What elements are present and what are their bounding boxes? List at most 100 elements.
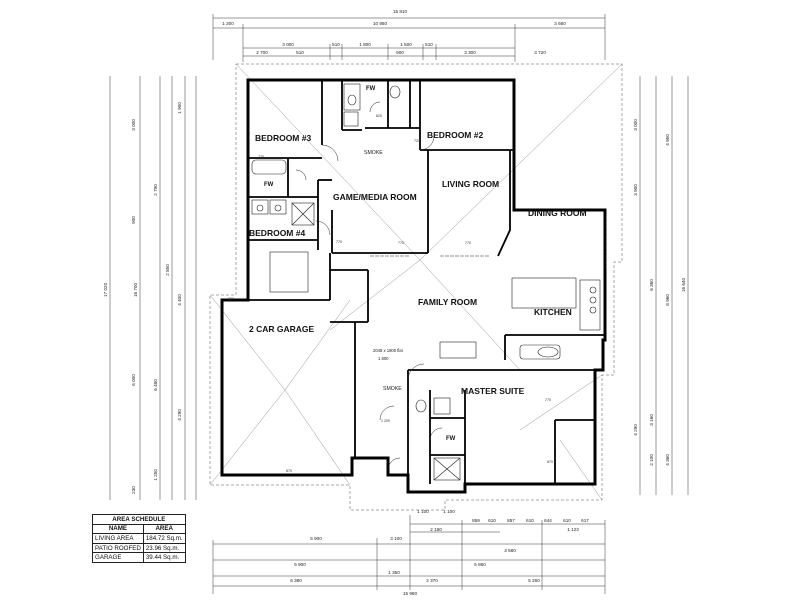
roof-hip-lines	[209, 63, 623, 501]
exterior-walls	[220, 78, 607, 494]
dim-bot-d2: 5 860	[474, 562, 486, 567]
dim-right-s1: 3 000	[633, 119, 638, 131]
dim-bot-c3: 2 190	[430, 527, 442, 532]
dim-left-s9: 2 850	[165, 264, 170, 276]
dim-top-1: 1 200	[222, 21, 234, 26]
dim-right-s6: 2 100	[649, 454, 654, 466]
dim-right-s5: 6 360	[649, 279, 654, 291]
dim-bot-a6: 610	[563, 518, 571, 523]
dim-left-s7: 6 000	[131, 374, 136, 386]
area-schedule-title: AREA SCHEDULE	[92, 514, 186, 525]
dim-top-r2-4: 1 500	[400, 42, 412, 47]
right-dimensions	[639, 76, 689, 495]
area-schedule-table: AREA SCHEDULE NAME AREA LIVING AREA 184.…	[92, 514, 186, 563]
area-value: 23.96 Sq.m.	[142, 542, 186, 554]
dim-right-s4: 4 290	[633, 424, 638, 436]
label-garage: 2 CAR GARAGE	[249, 324, 315, 334]
door-code: 770	[465, 241, 471, 245]
label-smoke-bottom: SMOKE	[383, 386, 402, 392]
dim-bot-a4: 610	[526, 518, 534, 523]
door-code: 620	[376, 114, 382, 118]
dim-top-r3-4: 3 300	[464, 50, 476, 55]
area-name: LIVING AREA	[92, 533, 144, 544]
label-fw-left: FW	[264, 182, 274, 188]
dim-bot-e3: 2 370	[426, 578, 438, 583]
label-garage-door-2: 1 800	[378, 356, 389, 361]
dim-left-s11: 230	[131, 486, 136, 494]
dim-left-s3: 2 790	[153, 184, 158, 196]
dim-top-r2-5: 510	[425, 42, 433, 47]
area-schedule-header-name: NAME	[92, 523, 144, 535]
left-dimensions	[109, 76, 197, 500]
area-value: 39.44 Sq.m.	[142, 552, 186, 563]
dim-bot-b1: 1 100	[417, 509, 429, 514]
dim-bot-e1: 6 380	[290, 578, 302, 583]
door-code: 770	[336, 240, 342, 244]
door-code: 870	[547, 460, 553, 464]
dim-bot-a7: 617	[581, 518, 589, 523]
dim-top-r2-3: 1 800	[359, 42, 371, 47]
dim-left-s1: 3 000	[131, 119, 136, 131]
dim-bot-a1: 859	[472, 518, 480, 523]
door-code: 720	[414, 139, 420, 143]
dim-right-s8: 3 160	[649, 414, 654, 426]
area-value: 184.72 Sq.m.	[142, 533, 186, 544]
door-code: 770	[258, 155, 264, 159]
door-code: 770	[398, 241, 404, 245]
dim-top-3: 3 660	[554, 21, 566, 26]
fixtures	[251, 83, 607, 481]
dim-bot-b3: 1 123	[567, 527, 579, 532]
dim-left-s10: 1 250	[153, 469, 158, 481]
door-code: 870	[286, 469, 292, 473]
area-schedule-header-area: AREA	[142, 523, 186, 535]
dim-left-inner: 16 700	[133, 283, 138, 297]
label-bedroom-4: BEDROOM #4	[249, 228, 305, 238]
dim-left-s8: 4 290	[177, 409, 182, 421]
dim-bot-d1: 5 900	[294, 562, 306, 567]
dim-right-outer: 16 640	[681, 278, 686, 292]
door-code: 820	[228, 297, 234, 301]
dim-top-r3-1: 2 700	[256, 50, 268, 55]
dim-bottom-total: 15 960	[403, 591, 417, 596]
bottom-dimensions	[212, 515, 606, 594]
label-smoke-top: SMOKE	[364, 150, 383, 156]
label-garage-door: 2048 x 1800 flat	[373, 348, 404, 353]
dim-left-s6: 6 480	[153, 379, 158, 391]
table-row: PATIO ROOFED 23.96 Sq.m.	[92, 542, 186, 554]
dim-bot-e2: 1 350	[388, 570, 400, 575]
label-game-media-room: GAME/MEDIA ROOM	[333, 192, 417, 202]
interior-walls	[248, 80, 605, 484]
dim-right-s2: 3 900	[633, 184, 638, 196]
dim-bot-a2: 610	[488, 518, 496, 523]
label-dining-room: DINING ROOM	[528, 208, 587, 218]
label-family-room: FAMILY ROOM	[418, 297, 477, 307]
label-fw-top: FW	[366, 86, 376, 92]
dim-left-s5: 4 400	[177, 294, 182, 306]
dim-top-r3-3: 900	[396, 50, 404, 55]
table-row: GARAGE 39.44 Sq.m.	[92, 552, 186, 563]
dim-right-s7: 4 360	[665, 454, 670, 466]
dim-top-total: 15 810	[393, 9, 407, 14]
dim-bot-e4: 5 260	[528, 578, 540, 583]
area-name: PATIO ROOFED	[92, 542, 144, 554]
dim-bot-c2: 3 100	[390, 536, 402, 541]
label-bedroom-3: BEDROOM #3	[255, 133, 311, 143]
door-code: 770	[545, 398, 551, 402]
top-dimensions	[212, 14, 606, 62]
dim-bot-a3: 857	[507, 518, 515, 523]
label-kitchen: KITCHEN	[534, 307, 572, 317]
dim-top-2: 10 950	[373, 21, 387, 26]
door-code: 1 200	[381, 419, 390, 423]
label-bedroom-2: BEDROOM #2	[427, 130, 483, 140]
dim-bot-c1: 5 900	[310, 536, 322, 541]
dim-top-r3-2: 510	[296, 50, 304, 55]
label-living-room: LIVING ROOM	[442, 179, 499, 189]
dim-bot-b2: 1 100	[443, 509, 455, 514]
table-row: LIVING AREA 184.72 Sq.m.	[92, 533, 186, 544]
label-fw-ensuite: FW	[446, 436, 456, 442]
dim-right-s3: 4 950	[665, 134, 670, 146]
dim-top-r3-5: 3 720	[534, 50, 546, 55]
dim-bot-a5: 644	[544, 518, 552, 523]
dim-bot-c4: 3 580	[504, 548, 516, 553]
